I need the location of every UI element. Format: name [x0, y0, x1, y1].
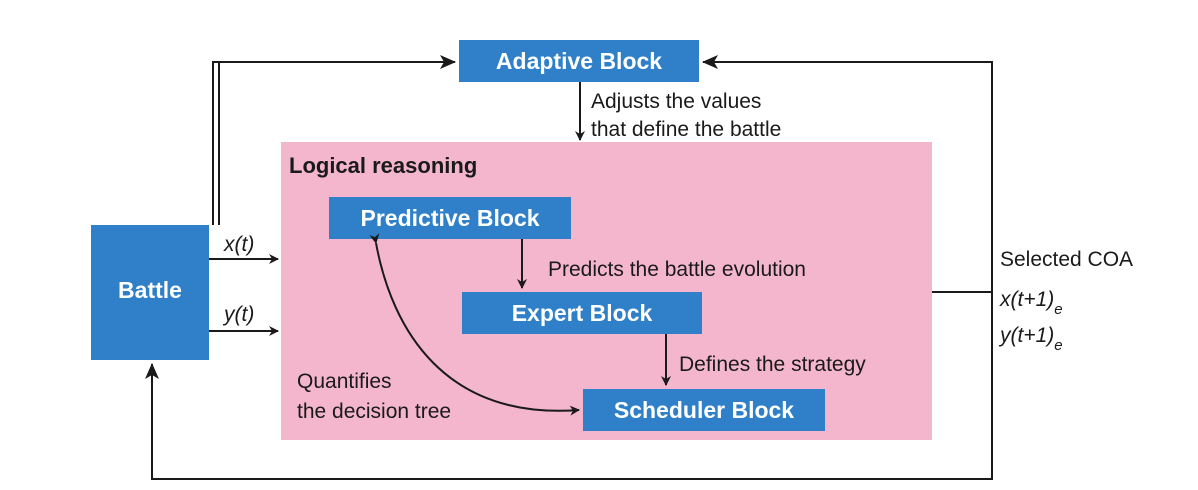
battle-block: [91, 225, 209, 360]
feedback-to-adaptive-arrow: [702, 55, 993, 292]
x-t-label: x(t): [223, 233, 254, 256]
y-next-label: y(t+1)e: [998, 324, 1063, 354]
battle-to-adaptive-arrow: [212, 55, 456, 225]
x-next-subscript: e: [1054, 301, 1062, 318]
predicts-label: Predicts the battle evolution: [548, 258, 806, 281]
predictive-block: [329, 197, 571, 239]
selected-coa-label: Selected COA: [1000, 248, 1133, 271]
quantifies-curve-arrow: [369, 233, 580, 416]
expert-block-label: Expert Block: [512, 300, 653, 326]
y-next-subscript: e: [1054, 337, 1062, 354]
defines-label: Defines the strategy: [679, 353, 866, 376]
adaptive-block-label: Adaptive Block: [496, 48, 662, 74]
adjusts-label-line2: that define the battle: [591, 118, 781, 141]
quantifies-label-line2: the decision tree: [297, 400, 451, 423]
scheduler-block: [583, 389, 825, 431]
x-next-text: x(t+1): [999, 288, 1054, 311]
y-t-label: y(t): [222, 303, 254, 326]
scheduler-block-label: Scheduler Block: [614, 397, 794, 423]
battle-block-label: Battle: [118, 277, 182, 303]
y-next-text: y(t+1): [998, 324, 1054, 347]
quantifies-label-line1: Quantifies: [297, 370, 392, 393]
predictive-block-label: Predictive Block: [361, 205, 540, 231]
adjusts-label-line1: Adjusts the values: [591, 90, 761, 113]
x-next-label: x(t+1)e: [999, 288, 1063, 318]
adaptive-block: [459, 40, 699, 82]
feedback-to-battle-arrow: [145, 292, 993, 480]
logical-reasoning-title: Logical reasoning: [289, 153, 477, 178]
